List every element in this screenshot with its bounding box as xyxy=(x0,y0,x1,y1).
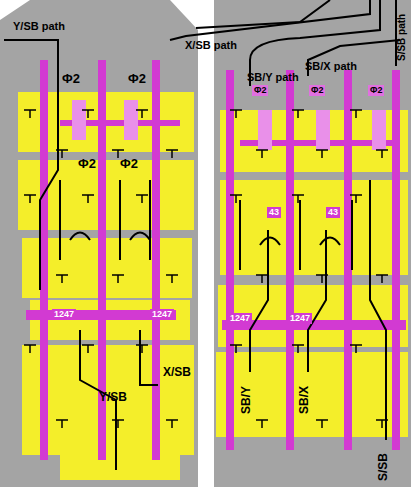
signal-name: SB/Y path xyxy=(246,72,300,83)
transistor-gate xyxy=(316,150,328,158)
transistor-gate xyxy=(256,150,268,158)
transistor-gate xyxy=(256,420,268,428)
transistor-gate xyxy=(376,150,388,158)
transistor-gate xyxy=(24,345,36,353)
transistor-gate xyxy=(350,345,362,353)
callout-number: 43 xyxy=(267,207,281,218)
signal-name: X/SB xyxy=(162,366,192,378)
clock-label: Φ2 xyxy=(309,85,325,96)
clock-label: Φ2 xyxy=(78,157,96,170)
transistor-gate xyxy=(292,195,304,203)
transistor-gate xyxy=(24,195,36,203)
transistor-gate xyxy=(56,150,68,158)
transistor-gate xyxy=(256,275,268,283)
clock-label: Φ2 xyxy=(368,85,384,96)
transistor-gate xyxy=(350,110,362,118)
transistor-gate xyxy=(376,420,388,428)
transistor-gate xyxy=(166,150,178,158)
transistor-gate xyxy=(376,275,388,283)
transistor-gate xyxy=(136,345,148,353)
signal-name: S/SB path xyxy=(397,13,407,62)
transistor-gate xyxy=(112,275,124,283)
transistor-gate xyxy=(316,275,328,283)
clock-label: Φ2 xyxy=(62,72,80,85)
callout-number: 1247 xyxy=(150,309,174,320)
signal-name: SB/X path xyxy=(304,61,358,72)
callout-number: 1247 xyxy=(52,309,76,320)
transistor-gate xyxy=(56,420,68,428)
signal-name: Y/SB xyxy=(98,391,128,403)
transistor-gate xyxy=(82,110,94,118)
signal-name: X/SB path xyxy=(184,40,238,51)
transistor-gate xyxy=(24,110,36,118)
transistor-gate xyxy=(230,110,242,118)
clock-label: Φ2 xyxy=(120,157,138,170)
transistor-gate xyxy=(166,275,178,283)
signal-name: SB/X xyxy=(298,385,310,415)
signal-name: S/SB xyxy=(377,452,389,482)
transistor-gate xyxy=(136,195,148,203)
transistor-gate xyxy=(56,275,68,283)
transistor-gate xyxy=(230,195,242,203)
callout-number: 43 xyxy=(326,207,340,218)
signal-name: Y/SB path xyxy=(12,21,66,32)
transistor-gate xyxy=(316,420,328,428)
transistor-gate xyxy=(166,420,178,428)
clock-label: Φ2 xyxy=(128,72,146,85)
transistor-gate xyxy=(292,345,304,353)
callout-number: 1247 xyxy=(228,313,252,324)
transistor-gate xyxy=(230,345,242,353)
callout-number: 1247 xyxy=(288,313,312,324)
transistor-gate xyxy=(82,345,94,353)
transistor-gate xyxy=(82,195,94,203)
transistor-gate xyxy=(292,110,304,118)
transistor-gate xyxy=(350,195,362,203)
clock-label: Φ2 xyxy=(252,85,268,96)
signal-name: SB/Y xyxy=(240,385,252,415)
transistor-gate xyxy=(112,420,124,428)
transistor-gate xyxy=(136,110,148,118)
